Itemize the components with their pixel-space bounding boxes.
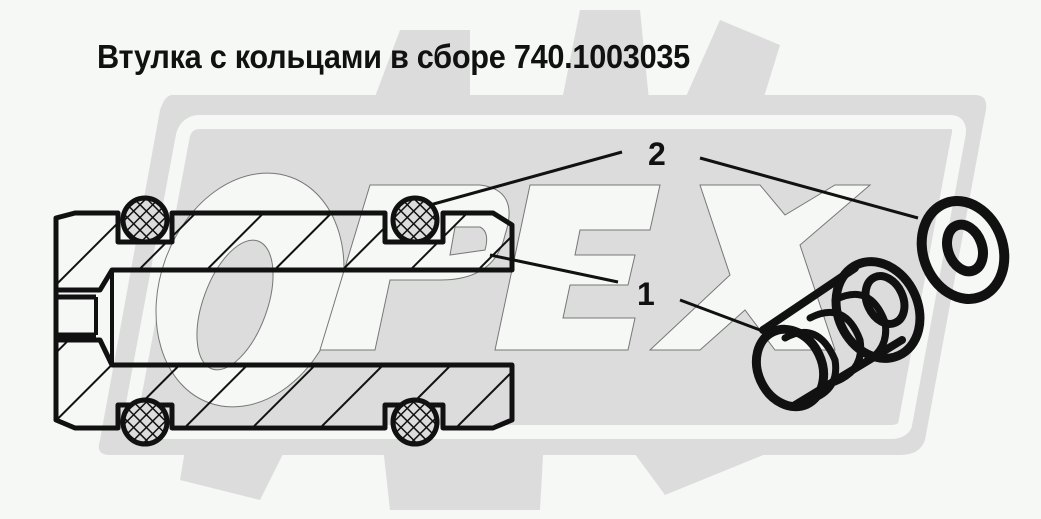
diagram-title: Втулка с кольцами в сборе 740.1003035: [97, 38, 690, 75]
callout-1: 1: [637, 276, 655, 312]
callout-2: 2: [648, 136, 666, 172]
